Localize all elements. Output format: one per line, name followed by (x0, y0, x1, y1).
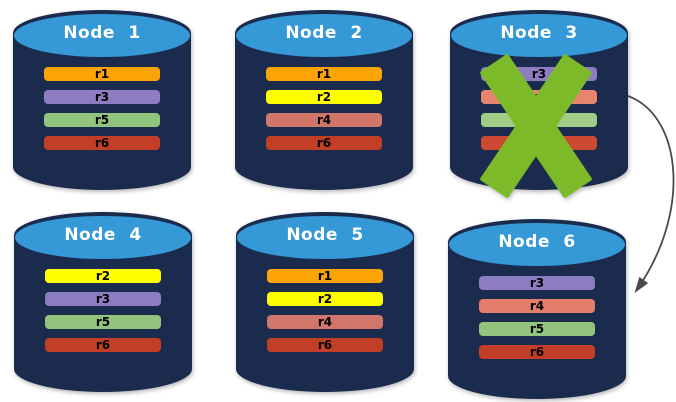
replica-list: r2 r3 r5 r6 (45, 269, 161, 352)
replica-bar: r2 (266, 90, 382, 104)
node-2: Node 2 r1 r2 r4 r6 (235, 10, 413, 190)
node-1: Node 1 r1 r3 r5 r6 (13, 10, 191, 190)
replica-bar: r6 (44, 136, 160, 150)
node-5-cylinder-top (237, 216, 413, 259)
replica-bar: r1 (267, 269, 383, 283)
replica-list: r1 r2 r4 r6 (266, 67, 382, 150)
replica-bar: r1 (266, 67, 382, 81)
replica-bar: r5 (45, 315, 161, 329)
replica-bar: r5 (479, 322, 595, 336)
node-4: Node 4 r2 r3 r5 r6 (14, 212, 192, 392)
node-3: Node 3 r3 r4 r5 r6 (450, 10, 628, 199)
node-title: Node 1 (63, 23, 141, 43)
replica-bar: r5 (44, 113, 160, 127)
replica-bar: r6 (479, 345, 595, 359)
node-5: Node 5 r1 r2 r4 r6 (236, 212, 414, 392)
node-2-cylinder-top (236, 14, 412, 57)
node-title: Node 2 (285, 23, 363, 43)
replica-bar: r3 (45, 292, 161, 306)
replica-bar: r4 (267, 315, 383, 329)
replica-bar: r6 (266, 136, 382, 150)
replica-bar: r6 (45, 338, 161, 352)
node-title: Node 4 (64, 225, 142, 245)
node-title: Node 6 (498, 232, 576, 252)
node-title: Node 3 (500, 23, 578, 43)
replica-bar: r2 (267, 292, 383, 306)
replica-bar: r2 (45, 269, 161, 283)
replica-list: r3 r4 r5 r6 (479, 276, 595, 359)
node-title: Node 5 (286, 225, 364, 245)
node-4-cylinder-top (15, 216, 191, 259)
replica-bar: r1 (44, 67, 160, 81)
node-6: Node 6 r3 r4 r5 r6 (448, 219, 626, 399)
replica-list: r1 r2 r4 r6 (267, 269, 383, 352)
node-3-cylinder-top (451, 14, 627, 57)
replica-bar: r3 (44, 90, 160, 104)
replica-bar: r4 (479, 299, 595, 313)
failover-arrow-path (627, 95, 675, 294)
node-1-cylinder-top (14, 14, 190, 57)
replica-list: r1 r3 r5 r6 (44, 67, 160, 150)
replica-bar: r6 (267, 338, 383, 352)
replica-bar: r4 (266, 113, 382, 127)
node-6-cylinder-top (449, 223, 625, 266)
replica-bar: r3 (479, 276, 595, 290)
